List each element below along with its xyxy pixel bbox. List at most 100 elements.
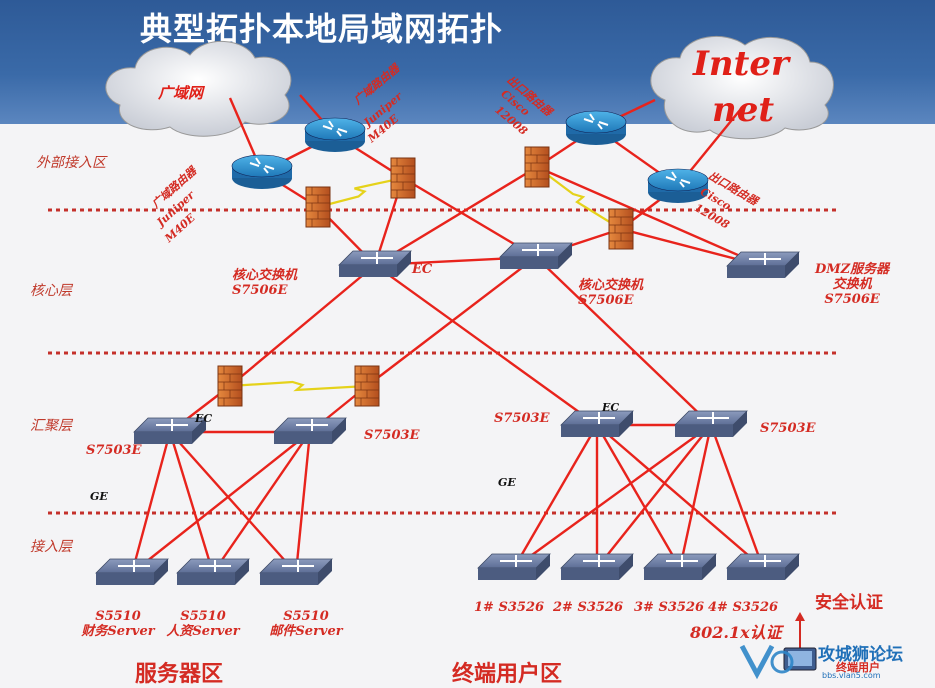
server-access-switch-3[interactable] xyxy=(259,558,333,585)
access-switch-1[interactable] xyxy=(477,553,551,580)
link-agg_l2-srv1 xyxy=(131,431,311,574)
access-switch-1-label: 1# S3526 xyxy=(474,600,545,615)
ge-right-label: GE xyxy=(498,476,516,489)
server-1-model: S5510 xyxy=(95,609,141,624)
zone-label-access: 接入层 xyxy=(30,539,72,555)
auth-arrow xyxy=(783,612,817,671)
exit-router-top[interactable] xyxy=(565,110,627,145)
wan-cloud xyxy=(105,41,292,137)
core-left-name: 核心交换机 xyxy=(232,268,298,283)
link-agg_l2-srv3 xyxy=(294,431,312,574)
firewall-6[interactable] xyxy=(354,365,380,407)
network-links xyxy=(130,94,765,574)
zone-dividers xyxy=(48,208,840,515)
aggregation-switch-left-2[interactable] xyxy=(273,417,347,444)
core-switch-left[interactable] xyxy=(338,250,412,277)
access-switch-3-label: 3# S3526 xyxy=(634,600,705,615)
link-agg_l1-srv2 xyxy=(168,431,215,574)
firewall-4[interactable] xyxy=(608,208,634,250)
watermark-forum: 攻城狮论坛 xyxy=(818,645,903,665)
aggregation-switch-right-1[interactable] xyxy=(560,410,634,437)
server-1-label: S5510 财务Server xyxy=(78,609,158,639)
server-area-label: 服务器区 xyxy=(135,662,224,687)
core-left-label: 核心交换机 S7506E xyxy=(232,268,297,298)
server-2-model: S5510 xyxy=(180,609,226,624)
server-access-switch-1[interactable] xyxy=(95,558,169,585)
watermark-url: bbs.vlan5.com xyxy=(822,671,881,680)
internet-cloud-label-line2: net xyxy=(712,90,775,130)
wan-router-top[interactable] xyxy=(304,117,366,152)
zone-label-external: 外部接入区 xyxy=(36,155,106,171)
dmz-label: DMZ服务器 交换机 S7506E xyxy=(815,262,889,307)
agg-right2-label: S7503E xyxy=(760,421,816,436)
firewall-5[interactable] xyxy=(217,365,243,407)
security-auth-label: 安全认证 xyxy=(815,593,883,613)
link-agg_r2-acc1 xyxy=(513,424,712,569)
server-3-model: S5510 xyxy=(283,609,329,624)
link-core_l-fw5 xyxy=(229,264,376,387)
firewall-1[interactable] xyxy=(390,157,416,199)
core-switch-right[interactable] xyxy=(499,242,573,269)
access-switch-4-label: 4# S3526 xyxy=(708,600,779,615)
link-fw3-dmz xyxy=(536,165,764,268)
agg-right1-label: S7503E xyxy=(494,411,550,426)
link-agg_r2-acc3 xyxy=(678,424,713,569)
firewall-3[interactable] xyxy=(524,146,550,188)
dmz-model: S7506E xyxy=(824,292,880,307)
link-agg_l1-srv1 xyxy=(130,431,172,574)
access-switch-2[interactable] xyxy=(560,553,634,580)
wan-cloud-label: 广域网 xyxy=(158,84,204,102)
terminal-user-label: 终端用户 xyxy=(836,661,880,674)
dmz-name: DMZ服务器 xyxy=(815,262,890,277)
aggregation-switch-right-2[interactable] xyxy=(674,410,748,437)
exit-router-right[interactable] xyxy=(647,168,709,203)
ge-left-label: GE xyxy=(90,490,108,503)
link-core_l-agg_r1 xyxy=(374,264,598,426)
link-agg_r2-acc4 xyxy=(709,424,765,569)
link-core_r-agg_r2 xyxy=(535,256,712,426)
server-3-role: 邮件Server xyxy=(269,624,343,639)
link-agg_r1-acc3 xyxy=(595,424,682,569)
aggregation-switch-left-1[interactable] xyxy=(133,417,207,444)
core-right-name: 核心交换机 xyxy=(578,278,644,293)
dmz-role: 交换机 xyxy=(832,277,872,292)
zone-label-core: 核心层 xyxy=(30,283,72,299)
agg-right-ec-label: EC xyxy=(602,401,620,414)
link-fw3-core_l xyxy=(374,165,538,267)
firewall-heartbeat-top-left xyxy=(317,176,404,209)
server-1-role: 财务Server xyxy=(81,624,155,639)
page-title: 典型拓扑本地局域网拓扑 xyxy=(140,10,504,48)
server-2-role: 人资Server xyxy=(166,624,240,639)
link-agg_r1-acc4 xyxy=(596,424,764,569)
core-ec-label: EC xyxy=(412,262,433,277)
zone-label-aggregation: 汇聚层 xyxy=(30,418,72,434)
access-switch-4[interactable] xyxy=(726,553,800,580)
dot1x-auth-label: 802.1x认证 xyxy=(690,623,782,642)
dmz-switch[interactable] xyxy=(726,251,800,278)
server-3-label: S5510 邮件Server xyxy=(262,609,350,639)
server-access-switch-2[interactable] xyxy=(176,558,250,585)
link-agg_r1-acc1 xyxy=(512,424,599,569)
link-agg_r2-acc2 xyxy=(596,424,712,569)
agg-left-ec-label: EC xyxy=(195,412,213,425)
access-switch-2-label: 2# S3526 xyxy=(553,600,624,615)
firewall-heartbeat-top-right xyxy=(536,166,622,230)
firewall-links xyxy=(229,166,622,392)
firewall-2[interactable] xyxy=(305,186,331,228)
core-left-model: S7506E xyxy=(232,283,288,298)
link-agg_l1-srv3 xyxy=(169,431,297,574)
terminal-area-label: 终端用户区 xyxy=(452,662,563,687)
link-core_r-fw6 xyxy=(366,256,537,387)
access-switch-3[interactable] xyxy=(643,553,717,580)
internet-cloud-label-line1: Inter xyxy=(693,44,789,84)
watermark-logo xyxy=(739,644,794,680)
server-2-label: S5510 人资Server xyxy=(163,609,243,639)
agg-left2-label: S7503E xyxy=(364,428,420,443)
agg-left1-label: S7503E xyxy=(86,443,142,458)
link-agg_l2-srv2 xyxy=(212,431,311,574)
core-right-model: S7506E xyxy=(578,293,634,308)
core-right-label: 核心交换机 S7506E xyxy=(578,278,643,308)
wan-router-left[interactable] xyxy=(231,154,293,189)
